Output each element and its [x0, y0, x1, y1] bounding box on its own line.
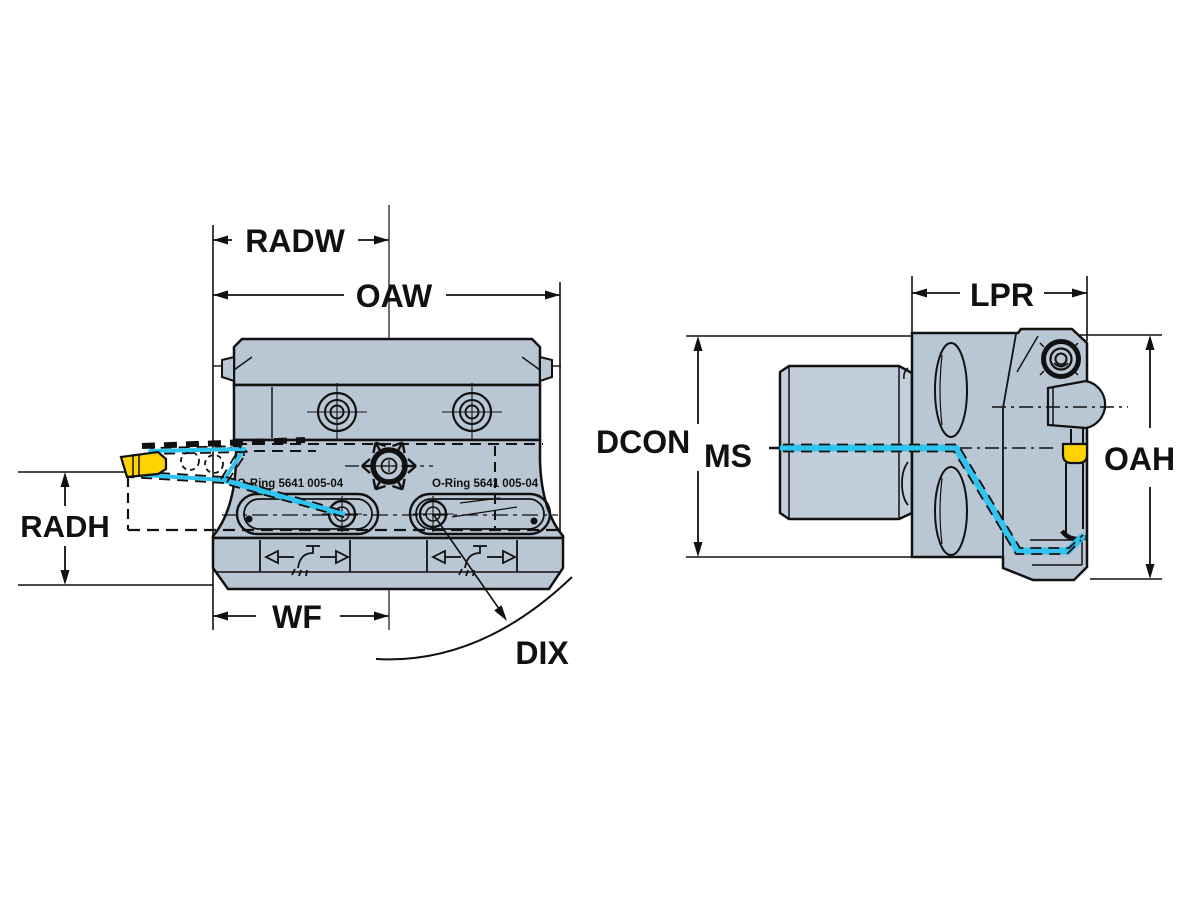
- coolant-symbol-right: [430, 545, 518, 577]
- side-body: [910, 327, 1128, 582]
- label-oaw: OAW: [356, 278, 433, 314]
- oring-label-right: O-Ring 5641 005-04: [432, 478, 539, 490]
- label-oah: OAH: [1104, 441, 1175, 477]
- label-dix: DIX: [515, 635, 569, 671]
- side-coolant-duct: [779, 443, 1086, 555]
- side-insert: [1061, 442, 1089, 465]
- front-body-base: [211, 536, 565, 591]
- dim-lpr: LPR: [912, 277, 1087, 313]
- front-body-cap: [213, 337, 561, 387]
- dim-radw: RADW: [213, 223, 389, 259]
- spider-symbol: [345, 441, 433, 491]
- boss-right: [442, 383, 502, 441]
- slot-right: [408, 492, 552, 536]
- label-lpr: LPR: [970, 277, 1034, 313]
- coolant-symbol-left: [263, 545, 351, 577]
- label-radw: RADW: [245, 223, 345, 259]
- dim-radh: RADH: [20, 472, 110, 585]
- dim-oaw: OAW: [213, 278, 560, 314]
- label-ms: MS: [704, 438, 752, 474]
- boss-left: [307, 383, 367, 441]
- clamp: [1046, 379, 1107, 443]
- label-radh: RADH: [20, 509, 110, 544]
- dim-oah: OAH: [1104, 335, 1175, 579]
- front-body-mid: O-Ring 5641 005-04 O-Ring 5641 005-04: [211, 438, 565, 540]
- front-view: RADW OAW RADH WF: [18, 205, 573, 671]
- dim-dcon: DCON MS: [596, 336, 783, 557]
- label-dcon: DCON: [596, 424, 690, 460]
- label-wf: WF: [272, 599, 322, 635]
- clamp-screw: [1039, 339, 1081, 379]
- side-view: LPR DCON MS OAH: [596, 276, 1175, 582]
- dim-dix: DIX: [375, 513, 573, 671]
- side-extension-lines: [686, 276, 1162, 580]
- front-body-upper: [232, 383, 542, 442]
- dim-wf: WF: [213, 599, 389, 635]
- side-shaft: [778, 364, 914, 521]
- front-insert: [119, 450, 168, 479]
- front-hidden-lines: [126, 437, 560, 532]
